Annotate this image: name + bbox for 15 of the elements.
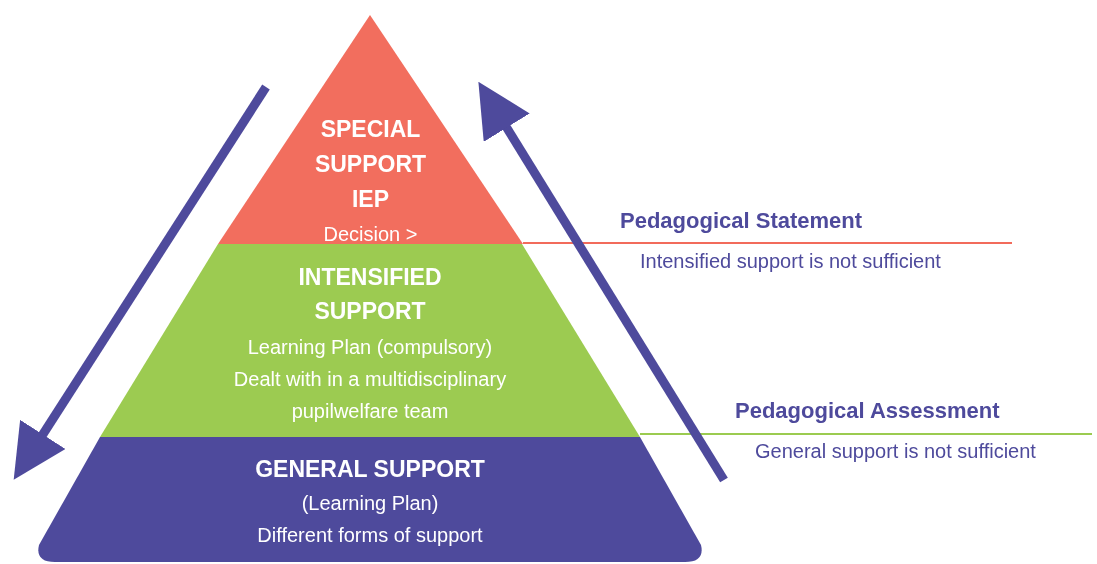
pyramid-tier bbox=[35, 437, 705, 562]
tier-text: Dealt with in a multidisciplinary pupilwelfare team bbox=[232, 367, 508, 424]
tier-text: Decision > bbox=[322, 222, 419, 247]
pyramid-tier bbox=[100, 244, 640, 437]
tier-heading: SPECIAL SUPPORT IEP bbox=[313, 115, 428, 214]
tier-text: Different forms of support bbox=[256, 523, 484, 548]
criterion-heading: Pedagogical Statement bbox=[620, 208, 863, 234]
tier-text: Learning Plan (compulsory) bbox=[246, 335, 494, 360]
pyramid-tier bbox=[218, 15, 523, 244]
tier-heading: GENERAL SUPPORT bbox=[254, 455, 486, 484]
note-text: General support is not sufficient bbox=[755, 440, 1036, 463]
tier-text: (Learning Plan) bbox=[300, 491, 440, 516]
criterion-heading: Pedagogical Assessment bbox=[735, 398, 1000, 424]
note-text: Intensified support is not sufficient bbox=[640, 250, 941, 273]
tier-heading: INTENSIFIED SUPPORT bbox=[297, 263, 443, 326]
